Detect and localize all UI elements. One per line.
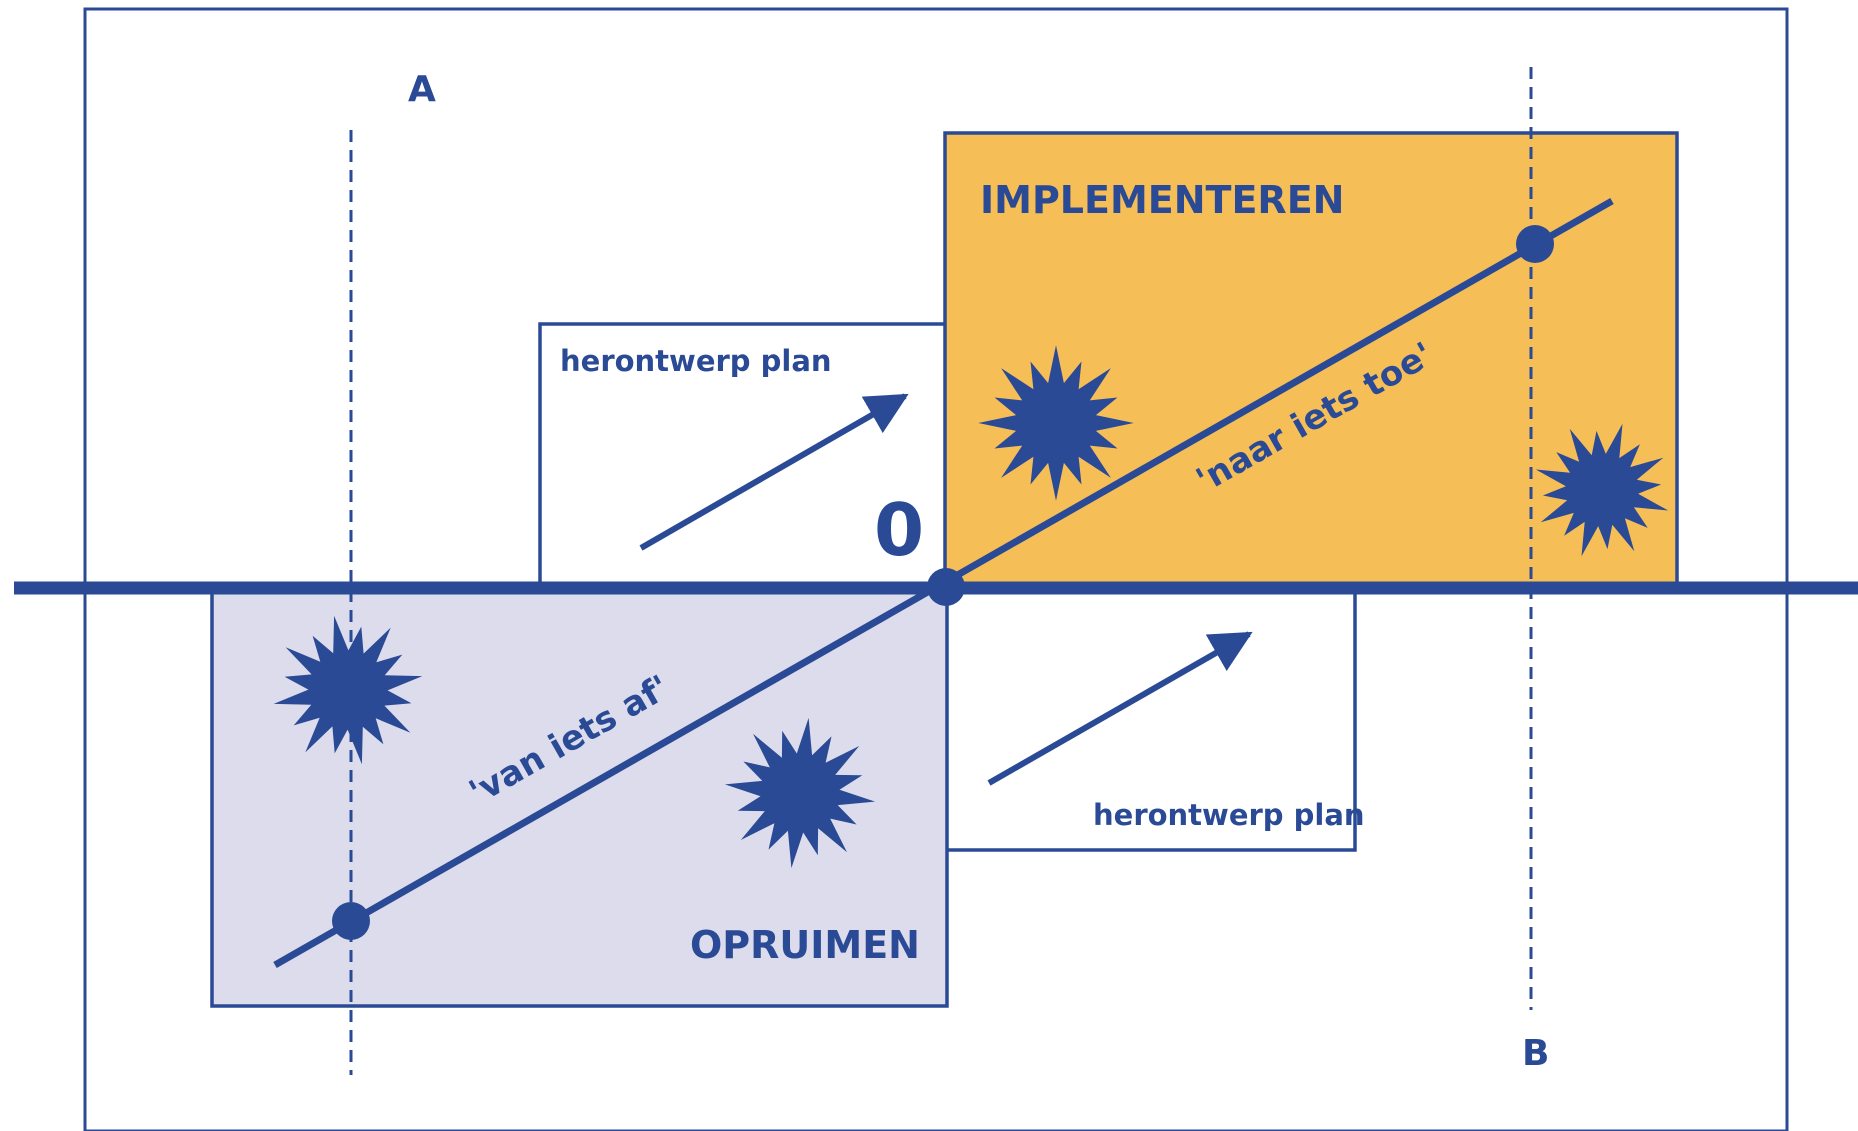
dot-icon [927, 568, 965, 606]
arrow-icon [987, 631, 1253, 786]
dot-icon [332, 902, 370, 940]
burst-icon [273, 615, 423, 765]
burst-icon [724, 717, 876, 869]
label-b: B [1522, 1033, 1549, 1074]
plan-box-top [538, 322, 950, 588]
label-a: A [408, 69, 436, 110]
label-plan-top: herontwerp plan [560, 344, 832, 378]
burst-icon [978, 345, 1134, 501]
label-plan-bottom: herontwerp plan [1093, 798, 1365, 832]
dot-icon [1516, 225, 1554, 263]
arrow-icon [639, 393, 909, 551]
label-cleanup: OPRUIMEN [690, 923, 920, 967]
plan-box-bottom [943, 584, 1357, 852]
label-implement: IMPLEMENTEREN [980, 178, 1344, 222]
burst-icon [1535, 423, 1669, 557]
label-origin: 0 [874, 488, 924, 572]
